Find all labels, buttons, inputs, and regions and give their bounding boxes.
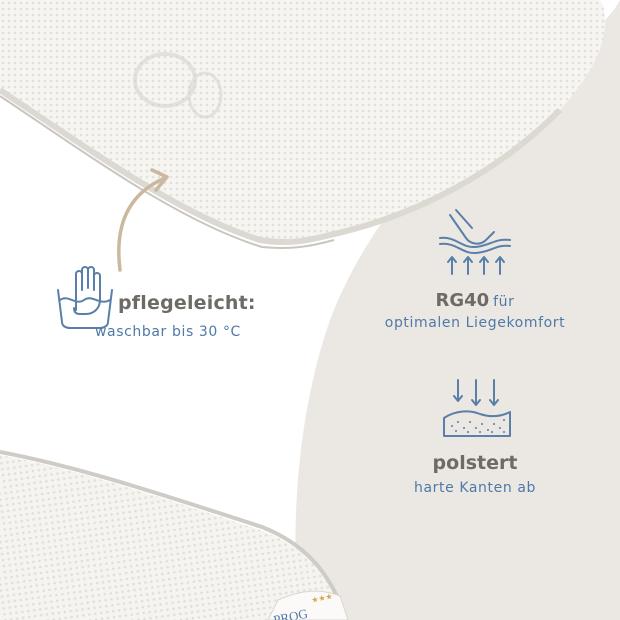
- hand-wash-icon: [57, 266, 113, 329]
- padding-title: polstert: [432, 452, 518, 474]
- curved-arrow-icon: [117, 168, 169, 272]
- padding-subtitle: harte Kanten ab: [413, 480, 537, 496]
- firmness-value: RG40: [435, 290, 490, 311]
- care-subtitle: waschbar bis 30 °C: [95, 324, 241, 340]
- embossed-logo: [133, 52, 223, 119]
- mattress-top: [0, 0, 606, 250]
- beige-background: [295, 0, 620, 620]
- hand-press-foam-icon: [439, 209, 511, 275]
- firmness-suffix: für: [493, 294, 515, 310]
- svg-text:★★★: ★★★: [311, 592, 334, 605]
- firmness-subtitle: optimalen Liegekomfort: [384, 315, 566, 331]
- compressed-foam-icon: [443, 379, 511, 437]
- product-label: PROG ★★★: [267, 590, 349, 620]
- mattress-bottom: PROG ★★★: [0, 450, 349, 620]
- care-title: pflegeleicht:: [118, 292, 256, 314]
